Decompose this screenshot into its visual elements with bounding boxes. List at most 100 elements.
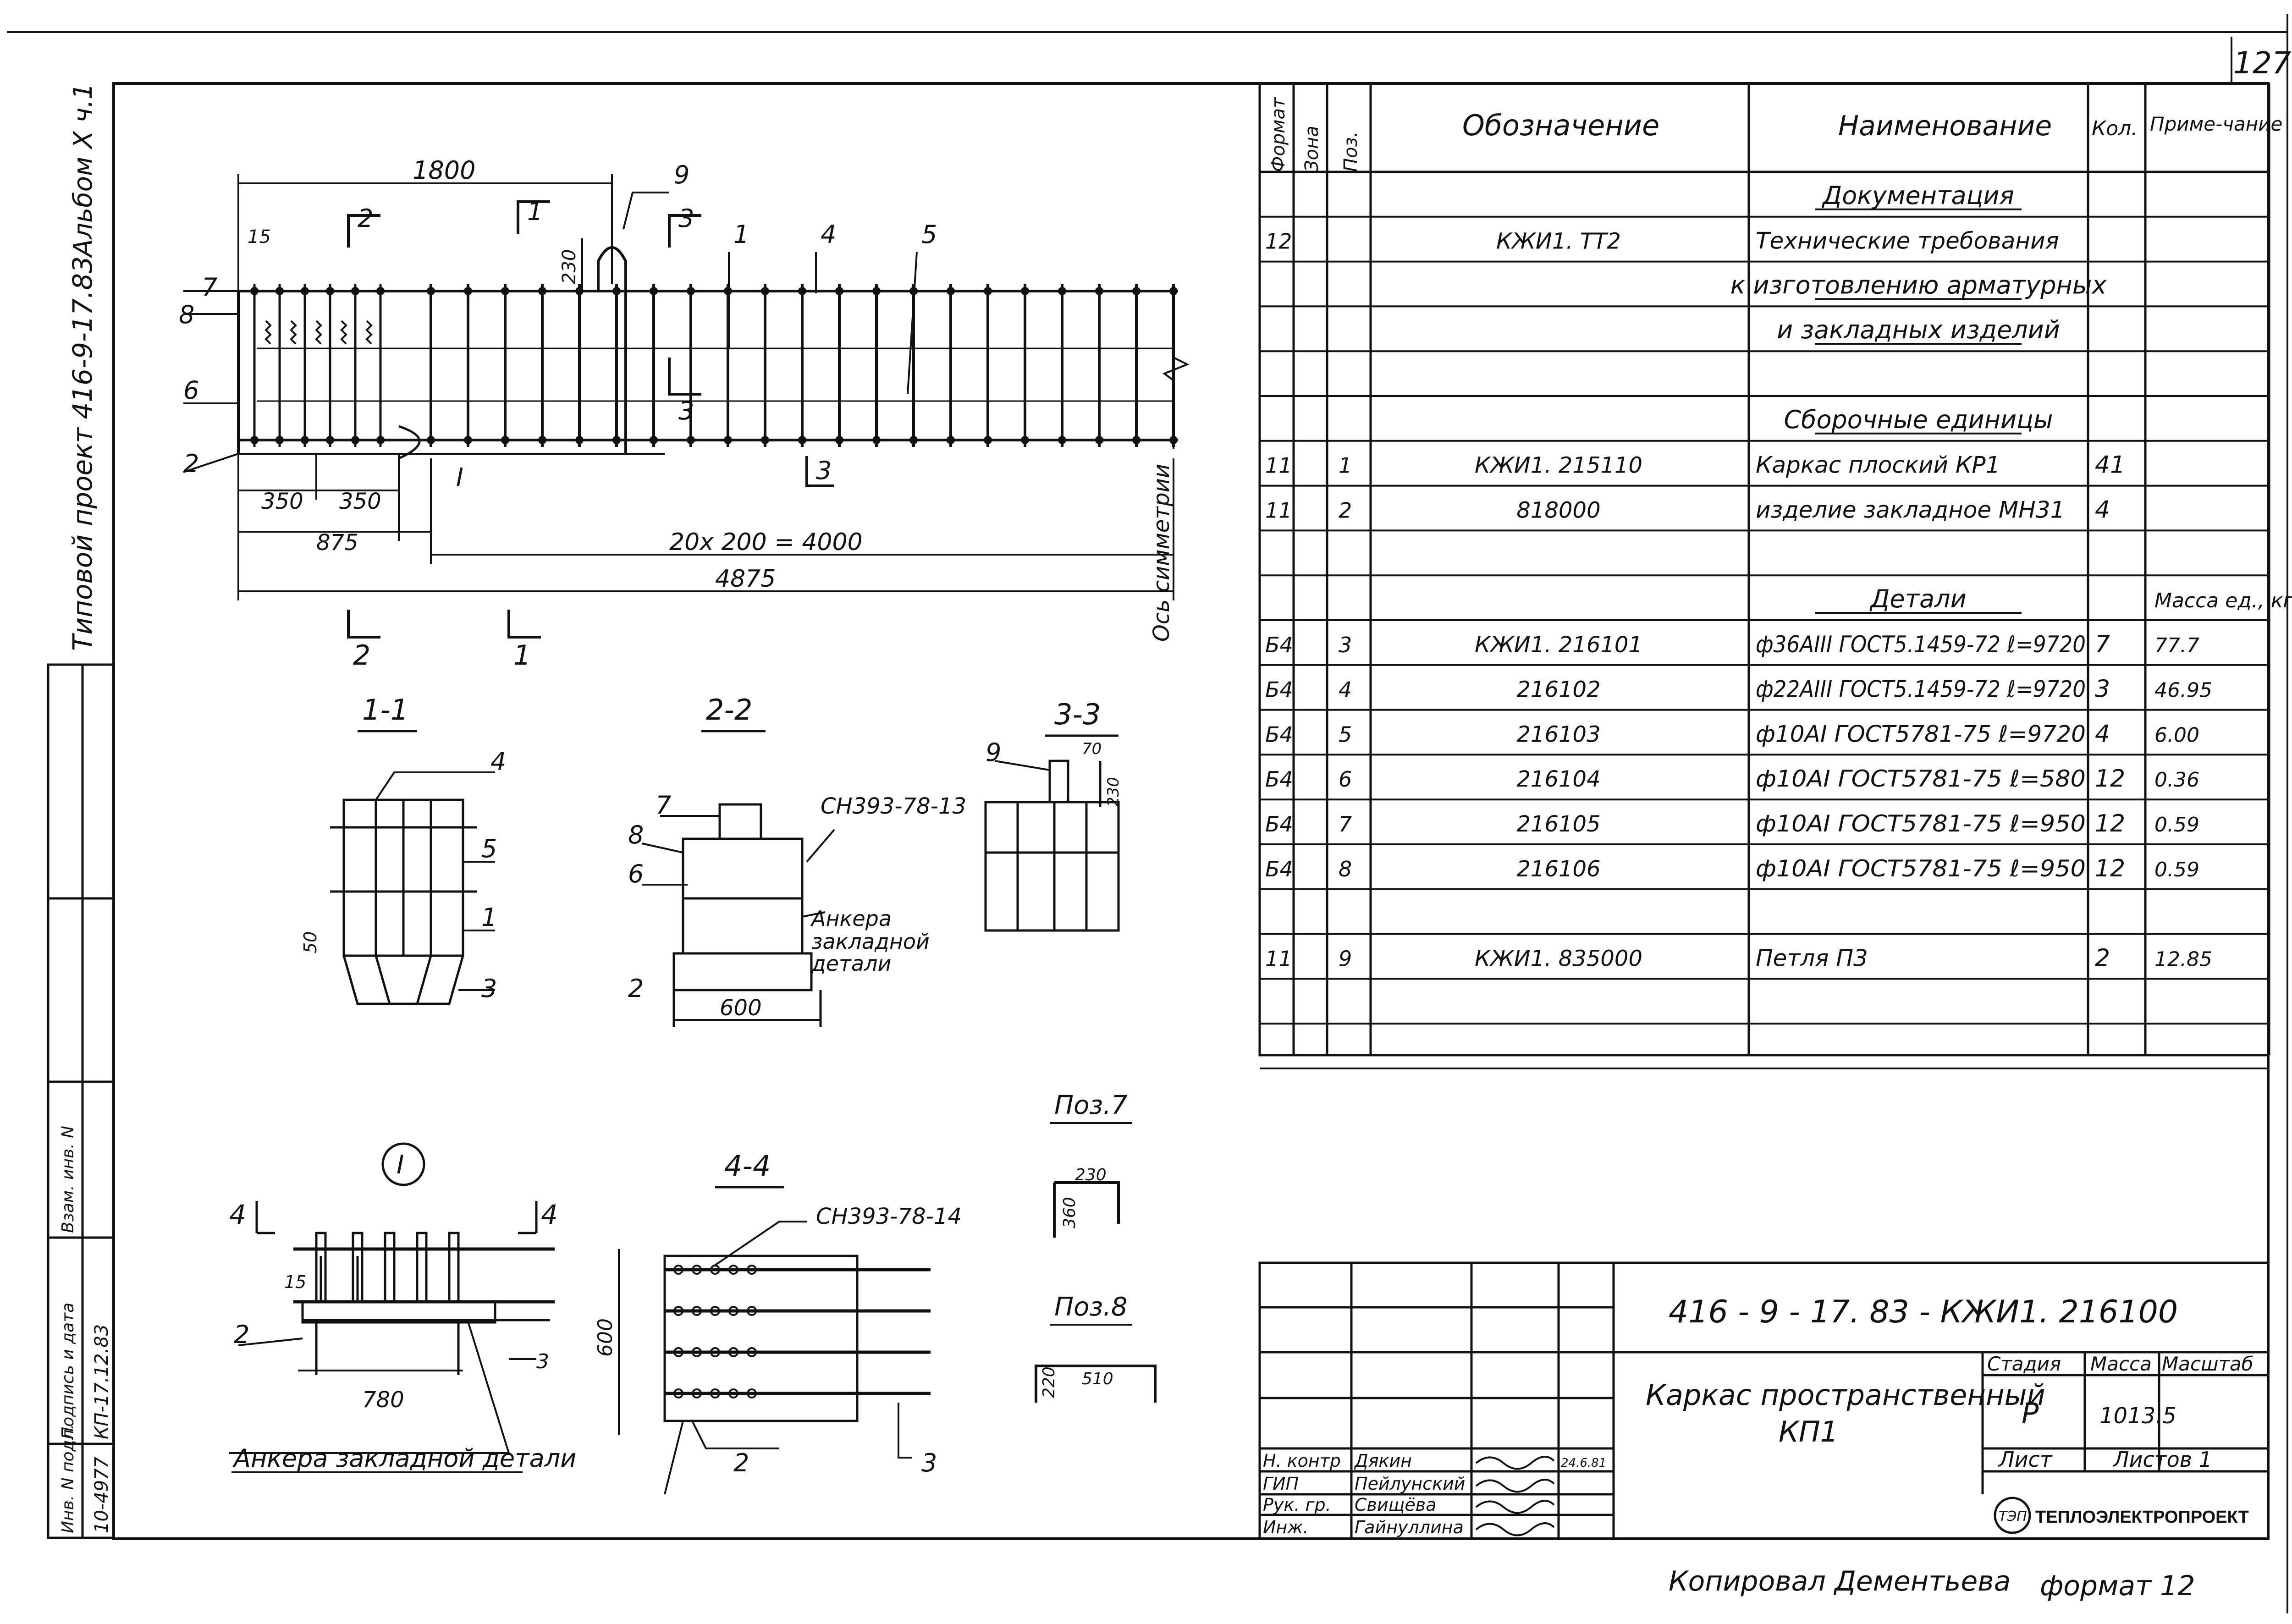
spec-cell-qty: 7: [2095, 631, 2110, 658]
plan-weld-dot: [909, 436, 918, 444]
section-4-4-leaders: [664, 1221, 912, 1495]
title-line2: КП1: [1779, 1415, 1838, 1448]
plan-cut-1: 1: [513, 639, 531, 672]
plan-weld-dot: [650, 287, 658, 295]
plan-mark-I: I: [456, 463, 463, 492]
section-1-1-mark-1: 1: [481, 903, 497, 932]
plan-mark-9: 9: [674, 160, 689, 189]
plan-mark-4: 4: [821, 220, 836, 249]
detail-bar: [448, 1232, 460, 1303]
detail-bar: [384, 1232, 396, 1303]
spec-header-qty: Кол.: [2092, 117, 2138, 140]
spec-header-note: Приме-чание: [2150, 113, 2282, 135]
title-block-grid: [1258, 1261, 2270, 1540]
plan-dim-4875: 4875: [715, 565, 776, 593]
spec-cell-name: Каркас плоский КР1: [1756, 452, 2000, 479]
detail-i-cut-4b: 4: [541, 1199, 558, 1230]
plan-mark-3: 3: [678, 204, 694, 233]
detail-bar: [416, 1232, 428, 1303]
spec-cell-name: Технические требования: [1756, 228, 2059, 254]
copied-by: Копировал Дементьева: [1669, 1565, 2011, 1597]
section-4-4-dot: [692, 1306, 702, 1316]
spec-cell-qty: 4: [2095, 496, 2110, 523]
section-4-4-dot: [710, 1347, 720, 1357]
signature-date: 24.6.81: [1561, 1456, 1606, 1470]
plan-dim-span: 20х 200 = 4000: [669, 528, 863, 556]
plan-weld-dot: [538, 436, 546, 444]
signature-role: Н. контр: [1263, 1451, 1341, 1471]
plan-anchor-zigzag: [264, 320, 272, 345]
section-4-4-dot: [692, 1347, 702, 1357]
plan-weld-dot: [761, 287, 769, 295]
plan-weld-dot: [872, 287, 881, 295]
title-line1: Каркас пространственный: [1646, 1378, 2045, 1412]
org-emblem: ТЭП: [1994, 1497, 2031, 1534]
plan-weld-dot: [761, 436, 769, 444]
spec-cell-designation: 216106: [1516, 856, 1600, 882]
spec-cell-format: Б4: [1265, 767, 1293, 792]
plan-weld-dot: [724, 436, 732, 444]
side-podpis-value: КП-17.12.83: [91, 1324, 112, 1439]
spec-header-designation: Обозначение: [1462, 109, 1659, 142]
plan-weld-dot: [376, 436, 385, 444]
section-1-1-leaders: [375, 771, 495, 991]
title-sheet-label: Лист: [1998, 1447, 2053, 1472]
spec-cell-pos: 8: [1339, 857, 1352, 881]
section-4-4-dot: [673, 1388, 683, 1398]
detail-i-circle: [381, 1142, 425, 1186]
section-4-4-dot: [747, 1306, 757, 1316]
spec-cell-designation: 216102: [1516, 677, 1600, 703]
spec-cell-format: Б4: [1265, 857, 1293, 881]
plan-weld-dot: [464, 287, 472, 295]
title-doc-code: 416 - 9 - 17. 83 - КЖИ1. 216100: [1669, 1294, 2178, 1330]
plan-weld-dot: [687, 287, 695, 295]
plan-dim-875: 875: [316, 530, 358, 556]
plan-weld-dot: [275, 287, 284, 295]
detail-i-cut-4a: 4: [229, 1199, 246, 1230]
spec-cell-note: 6.00: [2154, 723, 2199, 747]
spec-cell-name: ф10АI ГОСТ5781-75 ℓ=9720: [1756, 721, 2086, 747]
plan-leaders: [183, 192, 918, 473]
plan-dim-230: 230: [559, 249, 580, 284]
section-4-4-dot: [710, 1306, 720, 1316]
spec-cell-pos: 9: [1339, 946, 1352, 971]
spec-cell-qty: 12: [2095, 810, 2125, 837]
spec-cell-format: Б4: [1265, 812, 1293, 837]
pos8-shape: [1035, 1365, 1157, 1403]
title-mass-label: Масса: [2090, 1353, 2152, 1375]
plan-weld-dot: [650, 436, 658, 444]
signature-role: Инж.: [1263, 1517, 1309, 1537]
spec-cell-pos: 7: [1339, 812, 1352, 837]
plan-weld-dot: [984, 436, 992, 444]
section-4-4-title: 4-4: [724, 1149, 771, 1183]
spec-cell-name: Документация: [1822, 181, 2014, 210]
plan-weld-dot: [798, 436, 806, 444]
section-2-2-title: 2-2: [706, 693, 752, 727]
title-scale-label: Масштаб: [2162, 1353, 2253, 1375]
pos7-title: Поз.7: [1054, 1090, 1128, 1120]
section-3-3-dim-230: 230: [1104, 777, 1123, 807]
section-2-2-mark-7: 7: [656, 791, 671, 820]
side-inv-podl-value: 10-4977: [91, 1456, 112, 1533]
plan-weld-dot: [376, 287, 385, 295]
spec-cell-name: к изготовлению арматурных: [1730, 270, 2107, 299]
spec-cell-note: Масса ед., кг: [2154, 589, 2292, 612]
plan-weld-dot: [1095, 436, 1103, 444]
spec-cell-qty: 3: [2095, 676, 2110, 703]
plan-weld-dot: [984, 287, 992, 295]
spec-cell-designation: 216104: [1516, 766, 1600, 792]
spec-header-zone: Зона: [1301, 126, 1322, 172]
plan-dim-1800: 1800: [413, 156, 475, 185]
plan-weld-dot: [250, 287, 259, 295]
plan-section-cuts: [347, 200, 834, 639]
plan-mark-8: 8: [179, 300, 194, 329]
title-stage-value: Р: [2022, 1397, 2039, 1430]
section-4-4-dot: [692, 1265, 702, 1275]
detail-i-cuts: [229, 1201, 538, 1454]
plan-weld-dot: [835, 287, 843, 295]
spec-cell-designation: 216103: [1516, 721, 1600, 747]
section-1-1: [330, 798, 477, 1005]
plan-weld-dot: [1095, 287, 1103, 295]
spec-cell-format: 11: [1265, 498, 1292, 523]
